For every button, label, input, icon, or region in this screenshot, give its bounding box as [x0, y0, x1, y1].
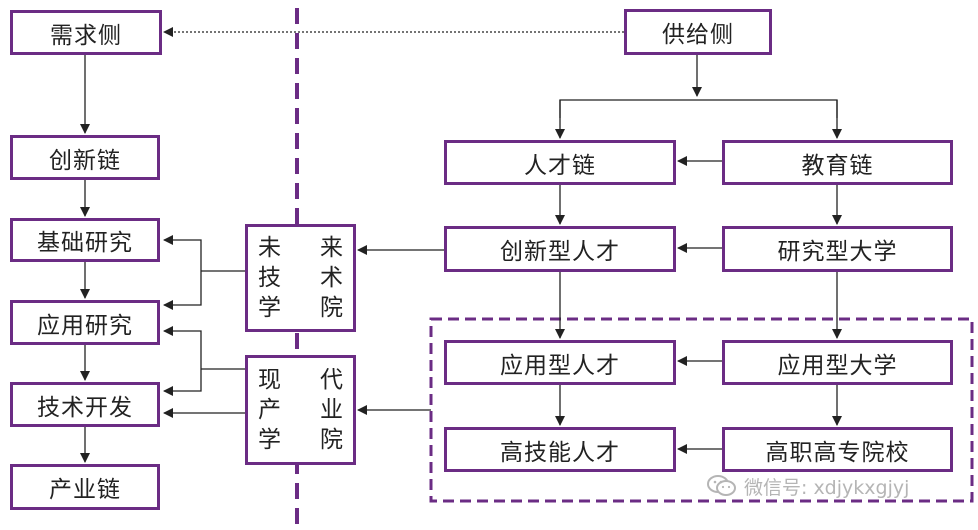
tech-development-box: 技术开发: [10, 382, 160, 427]
education-chain-box: 教育链: [722, 140, 953, 185]
future-tech-college-box: 未来 技术 学院: [245, 224, 356, 332]
future-tech-college-line-3: 学院: [258, 295, 343, 321]
applied-group-outline: [429, 317, 974, 503]
skilled-talent-box: 高技能人才: [444, 427, 676, 472]
talent-chain-box: 人才链: [444, 140, 676, 185]
modern-industry-college-line-2: 产业: [258, 397, 343, 423]
modern-industry-college-line-3: 学院: [258, 427, 343, 453]
innovation-chain-box: 创新链: [10, 135, 160, 180]
research-university-box: 研究型大学: [722, 226, 953, 272]
vocational-college-box: 高职高专院校: [722, 427, 953, 472]
modern-industry-college-box: 现代 产业 学院: [245, 355, 356, 465]
modern-industry-college-line-1: 现代: [258, 367, 343, 393]
future-tech-college-line-1: 未来: [258, 235, 343, 261]
supply-split-bar: [559, 99, 838, 118]
wechat-watermark: 微信号: xdjykxgjyj: [706, 472, 909, 500]
industry-chain-box: 产业链: [10, 464, 160, 510]
arrow-modern-to-tech-upper: [163, 369, 202, 396]
future-tech-college-line-2: 技术: [258, 265, 343, 291]
applied-research-box: 应用研究: [10, 300, 160, 345]
watermark-text: 微信号: xdjykxgjyj: [744, 476, 910, 499]
applied-talent-box: 应用型人才: [444, 340, 676, 385]
arrow-modern-to-applied: [163, 326, 202, 369]
applied-university-box: 应用型大学: [722, 340, 953, 385]
basic-research-box: 基础研究: [10, 218, 160, 262]
arrow-future-to-basic: [163, 235, 202, 271]
demand-side-box: 需求侧: [10, 10, 162, 55]
arrow-future-to-applied: [163, 271, 202, 310]
wechat-icon: [707, 475, 736, 496]
supply-side-box: 供给侧: [624, 9, 772, 55]
innovative-talent-box: 创新型人才: [444, 226, 676, 272]
